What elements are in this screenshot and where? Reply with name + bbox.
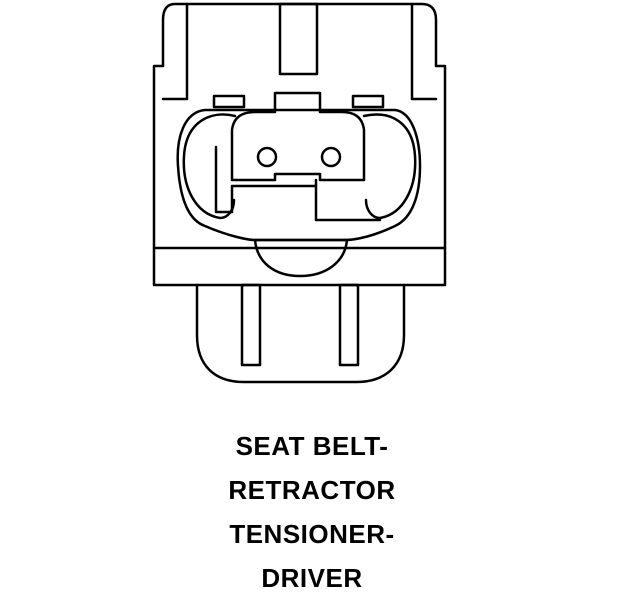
center-lower-step (314, 178, 382, 222)
label-line-3: TENSIONER- (229, 519, 395, 549)
left-locating-tab (212, 94, 246, 109)
left-lower-bracket (214, 145, 318, 214)
right-terminal-lobe (362, 113, 417, 220)
label-line-1: SEAT BELT- (235, 431, 389, 461)
right-guide-rail (338, 283, 360, 367)
terminal-block (230, 91, 366, 182)
right-side-rib (410, 2, 438, 101)
label-line-4: DRIVER (261, 563, 363, 593)
release-lever (253, 238, 349, 278)
label-line-2: RETRACTOR (228, 475, 396, 505)
connector-label: SEAT BELT- RETRACTOR TENSIONER- DRIVER (0, 424, 624, 600)
right-locating-tab (351, 94, 385, 109)
left-guide-rail (240, 283, 262, 367)
pin-cavity-2 (320, 146, 342, 168)
connector-housing-upper (152, 2, 447, 287)
pin-cavity-1 (256, 146, 278, 168)
connector-drawing (152, 2, 447, 384)
connector-nose (195, 283, 406, 384)
left-terminal-lobe (182, 113, 237, 220)
top-latch (278, 2, 319, 76)
left-side-rib (161, 2, 189, 101)
